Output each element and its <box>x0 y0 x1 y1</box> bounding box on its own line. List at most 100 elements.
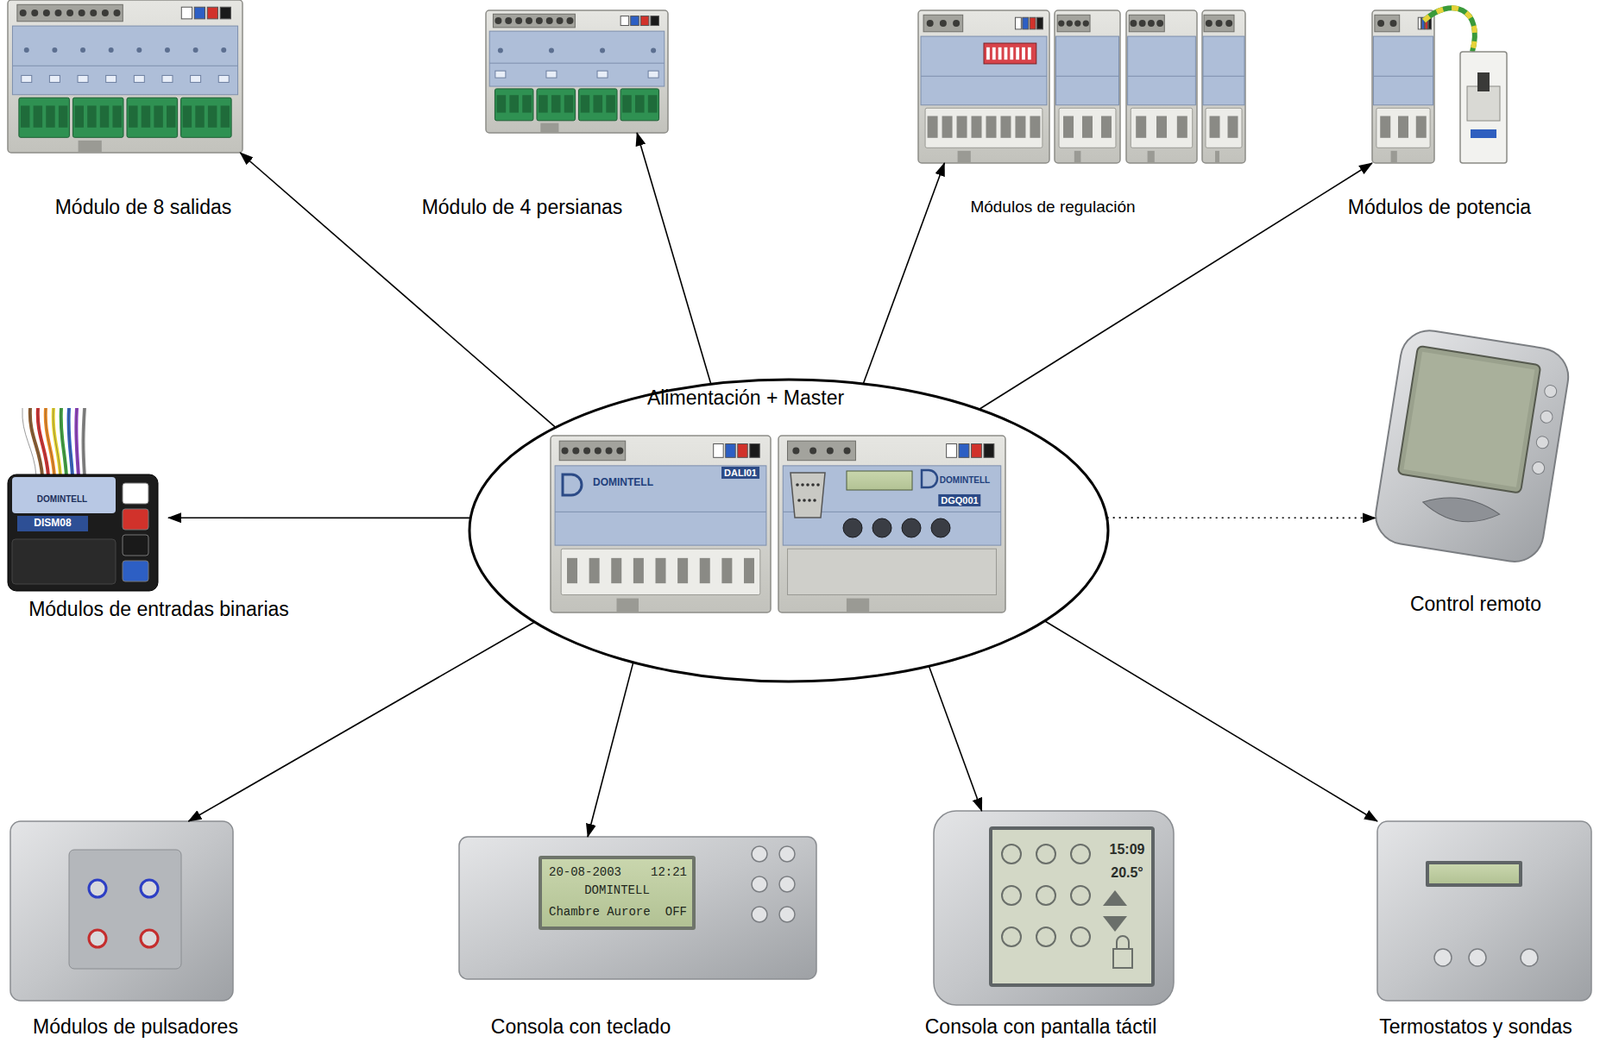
device-marking: DALI01 <box>721 466 760 479</box>
terminal-screw <box>43 9 51 17</box>
terminal-screw <box>89 9 97 17</box>
remote-body <box>1371 326 1573 567</box>
terminal-opening <box>743 558 755 584</box>
terminal-screw <box>1147 19 1155 27</box>
terminal-opening <box>45 105 55 127</box>
connector-arrow <box>1044 621 1378 822</box>
dip-lever <box>1027 47 1032 60</box>
side-button <box>1531 460 1546 475</box>
status-led <box>650 48 656 54</box>
power-supply <box>550 435 771 613</box>
terminal-opening <box>141 105 151 127</box>
remote-control <box>1371 326 1573 567</box>
status-led <box>164 47 171 53</box>
port-pin <box>802 498 807 503</box>
top-terminal <box>492 13 575 28</box>
lcd-display <box>846 471 913 491</box>
dip-lever <box>998 47 1002 60</box>
bus-plug <box>620 16 629 26</box>
terminal-opening <box>182 105 192 127</box>
port-pin <box>812 498 817 503</box>
rail-clip <box>957 151 971 164</box>
terminal-screw <box>1215 19 1223 27</box>
face-line <box>1127 75 1197 77</box>
top-terminal <box>1128 14 1165 32</box>
terminal-opening <box>605 94 616 113</box>
push-button <box>931 518 951 538</box>
face-line <box>12 65 238 67</box>
terminal-screw <box>504 17 512 25</box>
push-button <box>1520 949 1538 967</box>
terminal-screw <box>1129 19 1137 27</box>
bus-plug <box>958 444 970 459</box>
device-marking: DGQ001 <box>938 494 981 507</box>
terminal-opening <box>1228 115 1239 138</box>
push-button-module <box>10 821 234 1002</box>
terminal-block <box>579 88 618 121</box>
dimmer-module <box>1054 10 1121 164</box>
top-terminal <box>1374 14 1400 32</box>
terminal-screw <box>1074 19 1081 26</box>
top-terminal <box>559 440 626 461</box>
face-line <box>554 511 767 513</box>
arrow-icon <box>1102 916 1128 933</box>
bus-plug <box>1037 17 1044 30</box>
input-wire <box>83 408 86 477</box>
terminal-opening <box>1156 115 1167 138</box>
terminal-opening <box>75 105 84 127</box>
port-pin <box>816 483 820 487</box>
terminal-opening <box>677 558 688 584</box>
terminal-block <box>536 88 576 121</box>
face-line <box>1056 75 1120 77</box>
terminal-screw <box>1225 19 1233 27</box>
terminal-opening <box>1101 115 1112 138</box>
terminal-screw <box>1389 19 1397 27</box>
device-group: Módulo de 8 salidas <box>7 0 243 153</box>
terminal-screw <box>826 447 834 454</box>
keypad-console <box>459 837 817 980</box>
terminal-screw <box>1139 19 1147 27</box>
channel-mark <box>49 75 60 82</box>
channel-mark <box>495 70 506 78</box>
terminal-opening <box>1379 115 1391 138</box>
terminal-opening <box>985 115 996 138</box>
terminal-opening <box>87 105 96 127</box>
terminal-screw <box>101 9 109 17</box>
device-group: Módulos de pulsadores <box>10 821 234 1002</box>
master-controller <box>778 435 1006 613</box>
terminal-opening <box>112 105 121 127</box>
terminal-screw <box>566 17 574 25</box>
push-button <box>88 880 107 898</box>
terminal-opening <box>1014 115 1026 138</box>
bus-plug <box>1417 17 1421 30</box>
status-led <box>80 47 86 53</box>
module-body <box>7 474 158 592</box>
channel-mark <box>162 75 173 82</box>
terminal-screw <box>952 19 960 27</box>
dip-lever <box>986 47 990 60</box>
rail-clip <box>1074 151 1082 164</box>
lcd-bezel <box>1425 861 1523 888</box>
module-face <box>782 466 1001 546</box>
housing-recess <box>12 539 116 585</box>
screen-text: 12:21 <box>650 866 687 880</box>
push-button <box>1434 949 1452 967</box>
terminal-block <box>18 97 70 138</box>
terminal-opening <box>721 558 732 584</box>
cover-frame <box>933 811 1174 1006</box>
dip-lever <box>1004 47 1008 60</box>
bus-plug <box>725 444 736 459</box>
terminal-opening <box>551 94 561 113</box>
channel-mark <box>546 70 557 78</box>
terminal-block <box>1130 107 1192 148</box>
dip-lever <box>1009 47 1014 60</box>
bus-plug <box>983 444 995 459</box>
terminal-opening <box>1135 115 1147 138</box>
breaker-body <box>1460 51 1507 164</box>
push-button <box>779 876 795 893</box>
face-line <box>489 62 665 64</box>
module-base <box>787 548 997 595</box>
bus-plug <box>713 444 724 459</box>
bus-plug <box>946 444 958 459</box>
